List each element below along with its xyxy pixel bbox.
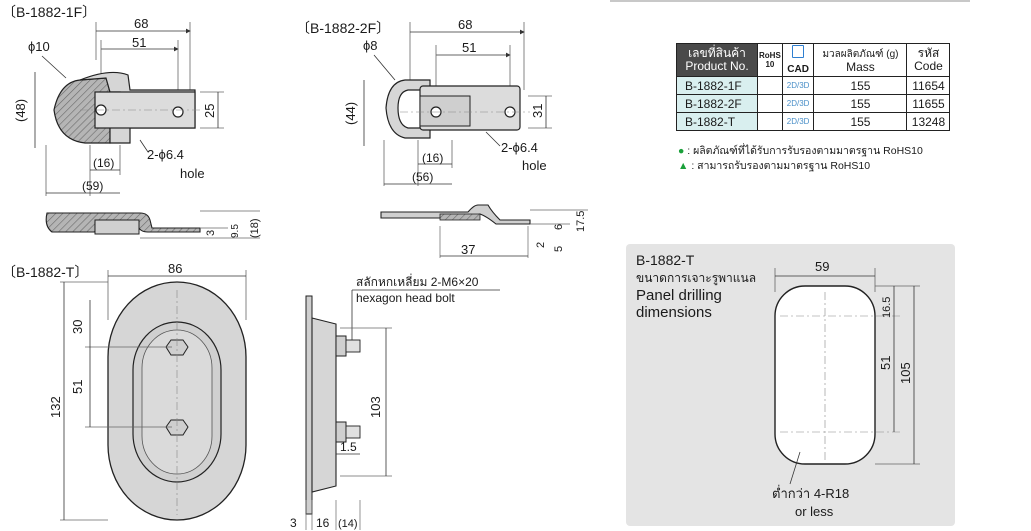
cad-link[interactable]: 2D/3D (781, 94, 815, 113)
dim-68: 68 (134, 16, 148, 31)
dim-2: 2 (535, 242, 547, 248)
rohs-cell (757, 94, 783, 113)
figure-t: 〔B-1882-T〕 86 30 51 132 สลักหกเหลี่ยม 2-… (2, 261, 500, 530)
bolt-label-en: hexagon head bolt (356, 291, 455, 305)
dim-132: 132 (48, 396, 63, 418)
table-row: B-1882-2F 2D/3D 155 11655 (676, 94, 951, 113)
figure-2f: 〔B-1882-2F〕 68 51 ϕ8 (44) 31 (16) (56) 2… (296, 17, 588, 258)
dim-59: (59) (82, 179, 103, 193)
note-rohs-certified: : ผลิตภัณฑ์ที่ได้รับการรับรองตามมาตรฐาน … (687, 145, 923, 157)
hole-spec-1f: 2-ϕ6.4 (147, 147, 184, 162)
dim-18: (18) (249, 218, 261, 238)
dim-30: 30 (70, 320, 85, 334)
note-rohs-available: : สามารถรับรองตามมาตรฐาน RoHS10 (691, 160, 871, 172)
dim-1-5: 1.5 (340, 440, 357, 454)
figure-2f-title: 〔B-1882-2F〕 (296, 20, 390, 36)
dim-56: (56) (412, 170, 433, 184)
dim-phi8: ϕ8 (363, 38, 378, 53)
dim-103: 103 (368, 396, 383, 418)
cad-file-icon (792, 44, 805, 58)
hole-word-1f: hole (180, 166, 205, 181)
top-divider (610, 0, 970, 2)
table-row: B-1882-T 2D/3D 155 13248 (676, 112, 951, 131)
header-cad: CAD (781, 43, 815, 77)
hole-spec-2f: 2-ϕ6.4 (501, 140, 538, 155)
dim-16: (16) (93, 156, 114, 170)
figure-1f: 〔B-1882-1F〕 68 51 ϕ10 (48) 25 (16) (2, 4, 261, 239)
dim-37: 37 (461, 242, 475, 257)
dim-86: 86 (168, 261, 182, 276)
header-product: เลขที่สินค้า Product No. (676, 43, 758, 77)
dim-9-5: 9.5 (230, 224, 241, 238)
dim-16-2f: (16) (422, 151, 443, 165)
dim-48: (48) (13, 99, 28, 122)
green-triangle-icon: ▲ (678, 160, 689, 172)
panel-drilling-box (626, 244, 955, 526)
green-circle-icon: ● (678, 145, 685, 157)
header-code: รหัส Code (906, 43, 951, 77)
dim-31: 31 (530, 104, 545, 118)
hole-word-2f: hole (522, 158, 547, 173)
dim-3-1f: 3 (205, 230, 217, 236)
table-row: B-1882-1F 2D/3D 155 11654 (676, 76, 951, 95)
cad-link[interactable]: 2D/3D (781, 76, 815, 95)
bolt-label-th: สลักหกเหลี่ยม 2-M6×20 (356, 273, 479, 289)
dim-16-t: 16 (316, 516, 330, 530)
figure-t-title: 〔B-1882-T〕 (2, 264, 88, 280)
dim-68-2f: 68 (458, 17, 472, 32)
header-mass: มวลผลิตภัณฑ์ (g) Mass (813, 43, 908, 77)
dim-51: 51 (132, 35, 146, 50)
spec-table: เลขที่สินค้า Product No. RoHS 10 CAD มวล… (676, 43, 951, 131)
dim-17-5: 17.5 (575, 211, 587, 232)
header-rohs: RoHS 10 (757, 43, 783, 77)
dim-6: 6 (553, 224, 565, 230)
dim-51-2f: 51 (462, 40, 476, 55)
dim-51-t: 51 (70, 380, 85, 394)
rohs-notes: ● : ผลิตภัณฑ์ที่ได้รับการรับรองตามมาตรฐา… (678, 144, 923, 174)
dim-5: 5 (553, 246, 565, 252)
cad-link[interactable]: 2D/3D (781, 112, 815, 131)
dim-25: 25 (202, 104, 217, 118)
dim-44: (44) (343, 102, 358, 125)
figure-1f-title: 〔B-1882-1F〕 (2, 4, 96, 20)
dim-14-t: (14) (338, 518, 358, 530)
rohs-cell (757, 112, 783, 131)
dim-3-t: 3 (290, 516, 297, 530)
rohs-cell (757, 76, 783, 95)
dim-phi10: ϕ10 (28, 39, 50, 54)
